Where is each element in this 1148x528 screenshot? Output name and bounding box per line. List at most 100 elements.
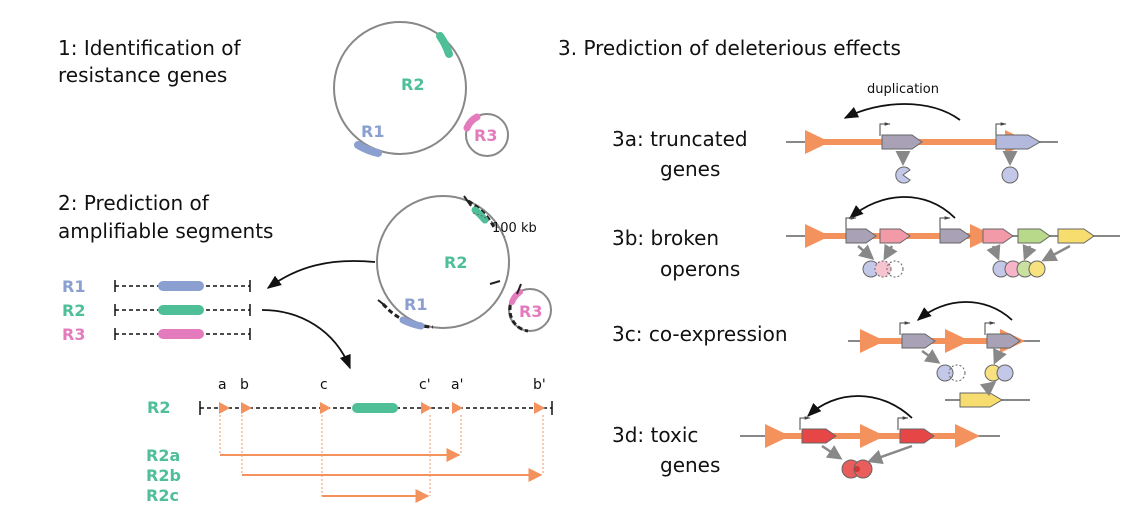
gene-arrow: [881, 134, 923, 150]
scale-label: 100 kb: [492, 221, 537, 236]
seg-r3-label: R3: [62, 325, 85, 344]
marker-a: a: [218, 377, 227, 393]
protein: [996, 364, 1014, 382]
r1-gene-mark-2: [399, 316, 425, 330]
duplication-label: duplication: [867, 82, 939, 97]
r3-segment: [508, 290, 529, 333]
gene-arrow: [982, 228, 1014, 244]
expression-arrow: [986, 244, 1001, 261]
protein: [1001, 166, 1019, 184]
gene-arrow: [959, 392, 1003, 408]
expression-arrow: [993, 347, 1007, 365]
is-triangle: [452, 402, 463, 414]
gene-arrow: [845, 228, 877, 244]
panel-3a: 3a: truncated genes duplication: [612, 82, 1058, 184]
expression-arrow: [1022, 244, 1037, 261]
seg-r2-label: R2: [62, 301, 85, 320]
section1: 1: Identification of resistance genes R2…: [58, 21, 509, 157]
gene-arrow: [986, 333, 1021, 349]
expression-arrow: [857, 244, 875, 260]
expression-arrow: [821, 444, 843, 460]
marker-c: c: [320, 377, 328, 393]
tick: [377, 299, 388, 308]
plasmid-circle: [465, 113, 509, 157]
is-element-triangles: [219, 402, 545, 414]
r3-label: R3: [474, 126, 497, 145]
promoter-icon: [799, 416, 811, 430]
is-triangle: [945, 329, 970, 353]
is-triangle: [805, 130, 830, 154]
is-triangle: [219, 402, 230, 414]
scale-arc: [472, 212, 506, 238]
expression-arrow: [979, 381, 997, 397]
gene-arrow: [1057, 228, 1095, 244]
r2c-label: R2c: [146, 486, 179, 505]
duplication-arrow: [843, 103, 961, 121]
r1-label-2: R1: [404, 295, 427, 314]
promoter-icon: [995, 122, 1007, 136]
tick: [463, 195, 472, 207]
expanded-r2-label: R2: [147, 398, 170, 417]
promoter-icon: [845, 216, 857, 230]
r2-gene-mark-2: [471, 206, 489, 224]
panel-3c-line1: 3c: co-expression: [612, 322, 788, 346]
section2-title-line2: amplifiable segments: [58, 219, 273, 243]
r2-segment: [467, 199, 497, 230]
expression-arrow: [867, 444, 913, 465]
panel-3a-line1: 3a: truncated: [612, 127, 748, 151]
expression-arrow: [921, 349, 941, 364]
section3: 3. Prediction of deleterious effects 3a:…: [558, 36, 1120, 479]
r1-gene-mark: [354, 141, 382, 157]
amplified-region: [870, 338, 1015, 344]
seg-r1-label: R1: [62, 277, 85, 296]
promoter-icon: [899, 321, 911, 335]
section2-title-line1: 2: Prediction of: [58, 191, 210, 215]
marker-a-prime: a': [451, 377, 463, 393]
duplication-arrow: [916, 301, 1013, 321]
toxic-gene-arrow: [801, 428, 837, 444]
gene-arrow: [879, 228, 911, 244]
duplication-arrow: [848, 196, 956, 219]
marker-b-prime: b': [533, 377, 546, 393]
r2-label: R2: [401, 75, 424, 94]
chromosome-circle-2: [376, 195, 510, 329]
section1-title-line2: resistance genes: [58, 63, 227, 87]
r3-label-2: R3: [519, 302, 542, 321]
is-triangle: [955, 424, 980, 448]
expression-arrow: [883, 243, 898, 261]
missing-protein: [948, 364, 966, 382]
chromosome-circle: [333, 21, 467, 155]
gene-arrow: [939, 228, 971, 244]
is-triangle: [241, 402, 252, 414]
arrow-to-segments: [266, 260, 376, 289]
r3-gene-mark: [463, 113, 481, 132]
promoter-icon: [879, 122, 891, 136]
seg-r3-gene: [158, 329, 204, 339]
promoter-icon: [939, 216, 951, 230]
marker-c-prime: c': [419, 377, 431, 393]
tick: [516, 283, 522, 295]
r2-label-2: R2: [444, 253, 467, 272]
gene-arrow: [995, 134, 1041, 150]
section1-title-line1: 1: Identification of: [58, 36, 242, 60]
gene-arrow: [901, 333, 936, 349]
panel-3b-line1: 3b: broken: [612, 226, 719, 250]
r2a-label: R2a: [146, 446, 180, 465]
gene-arrow: [1017, 228, 1051, 244]
seg-r2-gene: [158, 305, 204, 315]
panel-3b: 3b: broken operons: [612, 196, 1120, 281]
panel-3d-line1: 3d: toxic: [612, 423, 698, 447]
overlap: [854, 466, 860, 472]
r2b-label: R2b: [146, 466, 181, 485]
promoter-icon: [984, 321, 996, 335]
tick: [489, 280, 501, 285]
section3-title: 3. Prediction of deleterious effects: [558, 36, 901, 60]
r1-label: R1: [361, 122, 384, 141]
is-triangle: [421, 402, 432, 414]
is-triangle: [320, 402, 331, 414]
expanded-r2-gene: [352, 403, 398, 413]
section2: 2: Prediction of amplifiable segments R2…: [58, 191, 553, 505]
protein: [936, 364, 954, 382]
panel-3c: 3c: co-expression: [612, 301, 1040, 408]
